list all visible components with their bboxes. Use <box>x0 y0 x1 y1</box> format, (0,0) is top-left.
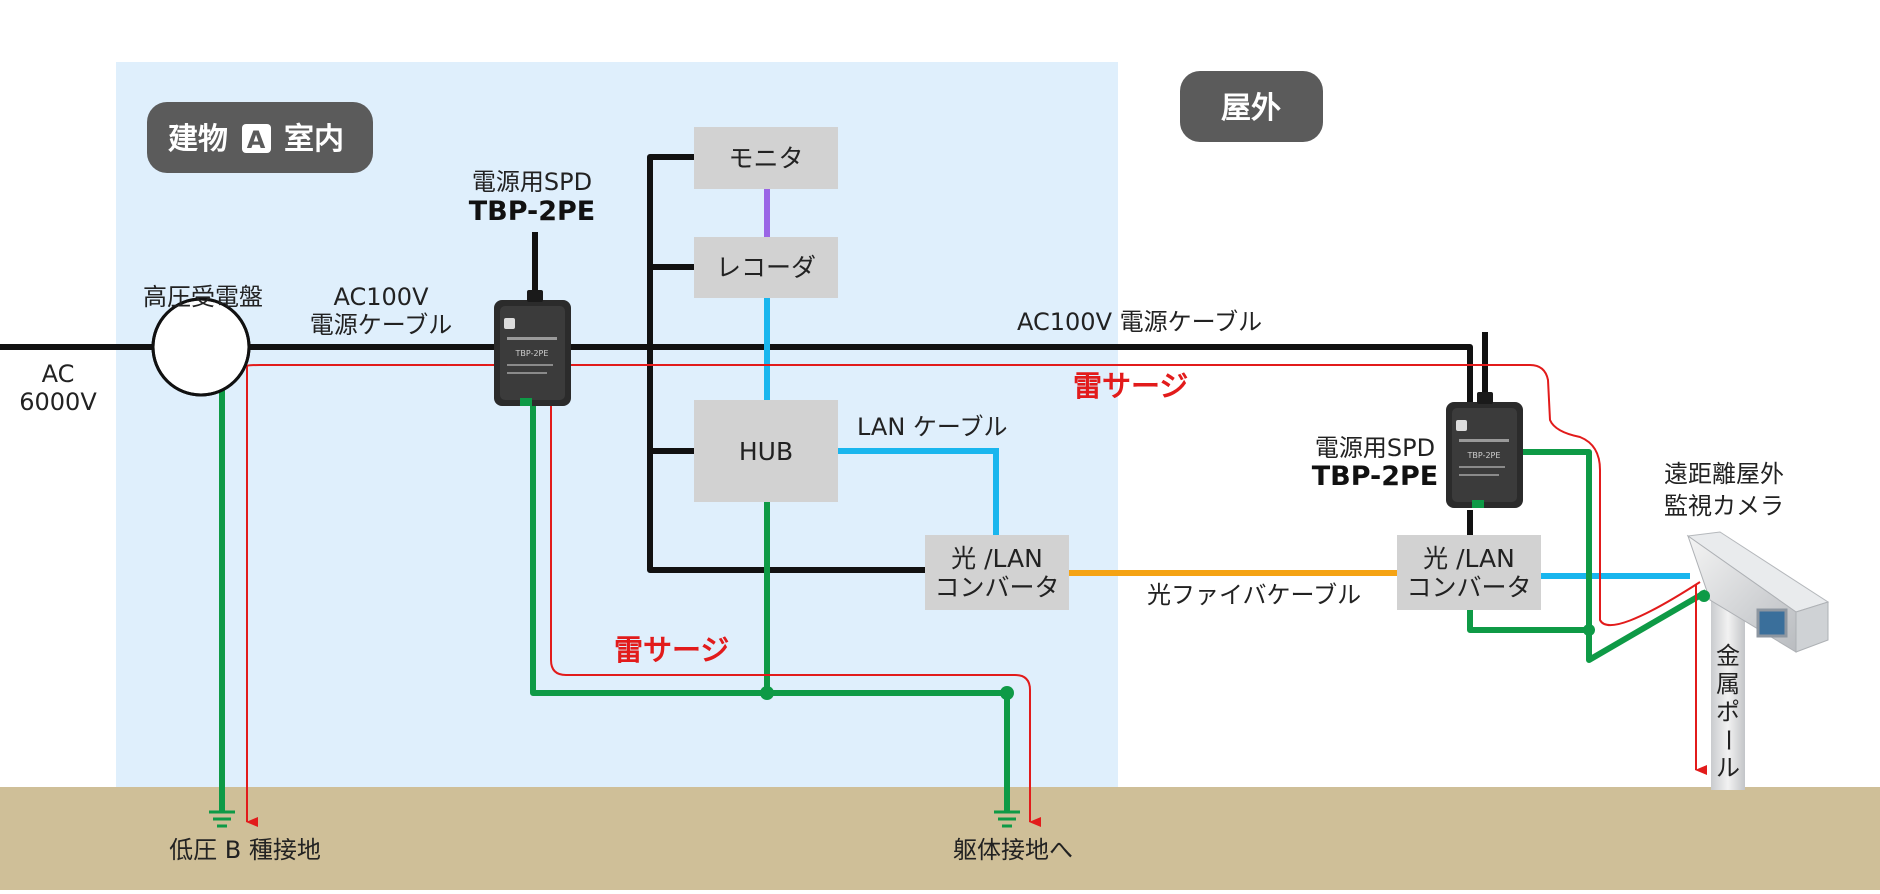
earth-symbol-mid <box>994 810 1020 828</box>
ground-left-label: 低圧 B 種接地 <box>169 836 321 864</box>
transformer-label: 高圧受電盤 <box>143 283 263 311</box>
spd-outdoor-title: 電源用SPD <box>1315 434 1435 462</box>
spd-indoor-model: TBP-2PE <box>469 196 596 227</box>
indoor-cable-line1: AC100V <box>334 283 430 311</box>
indoor-tag-pre: 建物 <box>168 122 228 157</box>
pole-label: 金 属 ポ ー ル <box>1714 642 1742 782</box>
ground-junction <box>1000 686 1014 700</box>
converter-outdoor-line2: コンバータ <box>1406 573 1531 602</box>
power-wiring <box>0 154 1488 573</box>
outdoor-tag-label: 屋外 <box>1221 91 1281 126</box>
monitor-box: モニタ <box>694 127 838 189</box>
recorder-label: レコーダ <box>716 253 816 282</box>
surge-label-indoor: 雷サージ <box>614 633 729 667</box>
ground-junction <box>1583 624 1595 636</box>
monitor-label: モニタ <box>728 144 803 173</box>
pole-label-char: 金 <box>1716 642 1740 670</box>
converter-indoor-line1: 光 /LAN <box>951 544 1043 573</box>
spd-device-indoor: TBP-2PE <box>494 290 571 406</box>
pole-label-char: 属 <box>1716 670 1740 698</box>
lan-hub-converter <box>837 448 999 537</box>
fiber-cable-label: 光ファイバケーブル <box>1147 581 1361 609</box>
converter-box-outdoor: 光 /LAN コンバータ <box>1397 535 1541 610</box>
outdoor-power-cable-label: AC100V 電源ケーブル <box>1017 308 1262 336</box>
outdoor-spd-ground-line <box>1523 449 1708 663</box>
indoor-cable-line2: 電源ケーブル <box>310 311 453 339</box>
converter-outdoor-line1: 光 /LAN <box>1423 544 1515 573</box>
spd-outdoor-print: TBP-2PE <box>1467 451 1501 460</box>
surge-path-building <box>550 390 1041 827</box>
surge-path-main <box>246 364 1701 627</box>
surge-paths <box>246 364 1707 827</box>
spd-device-outdoor: TBP-2PE <box>1446 392 1523 508</box>
spd-outdoor-model: TBP-2PE <box>1312 461 1439 492</box>
bus-vertical-line <box>647 154 928 573</box>
ac100v-power-line <box>249 344 1473 402</box>
pole-label-char: ポ <box>1716 698 1740 726</box>
indoor-area <box>116 62 1118 792</box>
converter-ground-line <box>1467 610 1589 633</box>
earth-symbol-left <box>209 810 235 828</box>
ac-input-line1: AC <box>42 360 75 388</box>
outdoor-area-tag: 屋外 <box>1180 71 1323 142</box>
ground-junction <box>760 686 774 700</box>
converter-box-indoor: 光 /LAN コンバータ <box>925 535 1069 610</box>
spd-indoor-title: 電源用SPD <box>472 168 592 196</box>
camera-icon <box>1686 531 1830 653</box>
ac-input-line2: 6000V <box>19 388 97 416</box>
building-letter-badge <box>242 124 271 153</box>
pole-label-char: ル <box>1716 754 1740 782</box>
camera-label-line1: 遠距離屋外 <box>1664 460 1784 488</box>
ground-mid-label: 躯体接地へ <box>953 836 1073 864</box>
indoor-tag-post: 室内 <box>284 122 344 157</box>
transformer-icon <box>151 297 251 397</box>
metal-pole <box>1711 600 1745 790</box>
hub-label: HUB <box>739 437 793 466</box>
indoor-area-tag: 建物 A 室内 <box>147 102 373 173</box>
converter-indoor-line2: コンバータ <box>934 573 1059 602</box>
spd-indoor-print: TBP-2PE <box>515 349 549 358</box>
lan-cables <box>764 296 1690 579</box>
pole-label-char: ー <box>1714 728 1742 752</box>
recorder-box: レコーダ <box>694 237 838 298</box>
camera-label-line2: 監視カメラ <box>1664 492 1784 520</box>
surge-label-outdoor: 雷サージ <box>1073 369 1188 403</box>
hub-box: HUB <box>694 400 838 502</box>
indoor-tag-letter: A <box>247 126 266 154</box>
ground-area <box>0 787 1880 890</box>
lan-cable-label: LAN ケーブル <box>857 413 1007 441</box>
